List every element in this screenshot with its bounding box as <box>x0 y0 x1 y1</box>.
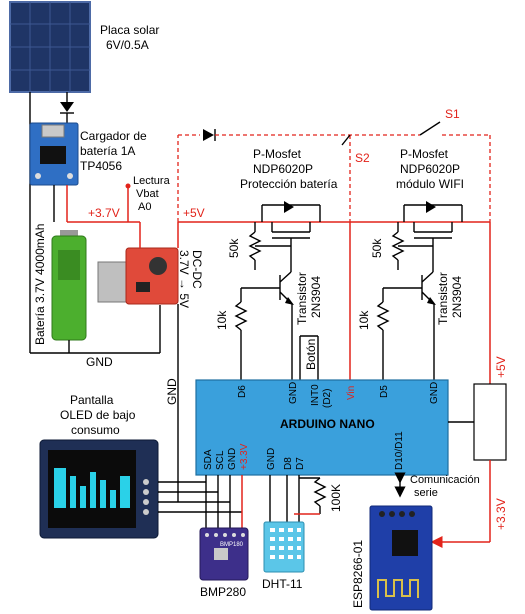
mosfet1-label-1: P-Mosfet <box>253 147 302 161</box>
lectura-label-1: Lectura <box>133 175 171 187</box>
pin-d2: (D2) <box>322 389 333 408</box>
pin-gnd-4: GND <box>266 448 277 470</box>
r10k1-label: 10k <box>215 310 229 330</box>
dcdc-label-2: 3.7V → 5V <box>177 250 191 308</box>
solar-label-1: Placa solar <box>100 23 159 37</box>
mosfet1-label-3: Protección batería <box>240 177 338 191</box>
pin-gnd-3: GND <box>227 448 238 470</box>
transistor-1-icon <box>241 246 294 305</box>
resistor-10k-2-icon <box>376 301 390 331</box>
mosfet1-label-2: NDP6020P <box>253 162 313 176</box>
resistor-50k-1-icon <box>248 231 262 261</box>
resistor-100k-icon <box>313 477 327 507</box>
pin-d6: D6 <box>237 385 248 398</box>
pin-int0: INT0 <box>310 384 321 406</box>
pin-gnd-2: GND <box>429 382 440 404</box>
gnd-side-label: GND <box>165 378 179 405</box>
dcdc-board <box>97 247 179 305</box>
lectura-label-2: Vbat <box>136 188 159 200</box>
comms-label-1: Comunicación <box>410 474 480 486</box>
pin-d5: D5 <box>379 385 390 398</box>
v33-right-label: +3.3V <box>494 498 508 530</box>
transistor-2-icon <box>383 246 436 305</box>
v5-right-label: +5V <box>494 356 508 378</box>
s2-label: S2 <box>355 151 370 165</box>
arduino-board <box>195 379 449 476</box>
s1-label: S1 <box>445 107 460 121</box>
regulator-box <box>473 383 507 461</box>
charger-board <box>29 122 79 186</box>
transistor2-label-2: 2N3904 <box>450 276 464 318</box>
pin-gnd-1: GND <box>288 382 299 404</box>
r50k2-label: 50k <box>370 238 384 258</box>
battery-label: Batería 3.7V 4000mAh <box>33 224 47 345</box>
mosfet2-label-3: módulo WIFI <box>396 177 464 191</box>
oled-display <box>39 439 159 539</box>
pin-vin: Vin <box>346 386 357 400</box>
transistor1-label-2: 2N3904 <box>309 276 323 318</box>
oled-label-3: consumo <box>71 423 120 437</box>
comms-label-2: serie <box>414 487 438 499</box>
charger-label-2: batería 1A <box>80 144 135 158</box>
r50k1-label: 50k <box>227 238 241 258</box>
v5-label: +5V <box>183 206 205 220</box>
transistor2-label-1: Transistor <box>436 272 450 325</box>
r10k2-label: 10k <box>357 310 371 330</box>
v37-label: +3.7V <box>88 206 120 220</box>
dht11-label: DHT-11 <box>262 577 303 591</box>
bmp-chip-label: BMP180 <box>220 542 244 548</box>
esp-label: ESP8266-01 <box>351 540 365 608</box>
dcdc-label-1: DC-DC <box>190 250 204 289</box>
mosfet-1-icon <box>261 201 321 246</box>
diode-icon <box>60 102 74 112</box>
charger-label-1: Cargador de <box>80 129 147 143</box>
lectura-label-3: A0 <box>138 201 151 213</box>
solar-panel <box>9 1 91 93</box>
esp8266-board <box>369 505 433 611</box>
resistor-50k-2-icon <box>391 231 405 261</box>
pin-d10-d11: D10/D11 <box>394 431 405 470</box>
solar-label-2: 6V/0.5A <box>106 38 149 52</box>
pin-33v: +3.3V <box>239 443 250 470</box>
bmp280-label: BMP280 <box>200 585 246 599</box>
r100k-label: 100K <box>329 484 343 512</box>
charger-label-3: TP4056 <box>80 159 122 173</box>
pin-scl: SCL <box>215 450 226 470</box>
bmp280-sensor: BMP180 <box>199 527 249 581</box>
oled-label-1: Pantalla <box>70 393 114 407</box>
diode-s-icon <box>203 129 214 141</box>
mosfet2-label-2: NDP6020P <box>400 162 460 176</box>
arduino-label: ARDUINO NANO <box>280 417 375 431</box>
boton-label: Botón <box>304 339 318 370</box>
gnd-label: GND <box>86 355 113 369</box>
transistor1-label-1: Transistor <box>295 272 309 325</box>
oled-label-2: OLED de bajo <box>60 408 136 422</box>
pin-d7: D7 <box>295 457 306 470</box>
mosfet2-label-1: P-Mosfet <box>400 147 449 161</box>
dht11-sensor <box>263 521 305 573</box>
resistor-10k-1-icon <box>234 301 248 331</box>
pin-sda: SDA <box>203 449 214 470</box>
pin-d8: D8 <box>283 457 294 470</box>
mosfet-2-icon <box>403 201 463 246</box>
battery <box>51 230 87 341</box>
